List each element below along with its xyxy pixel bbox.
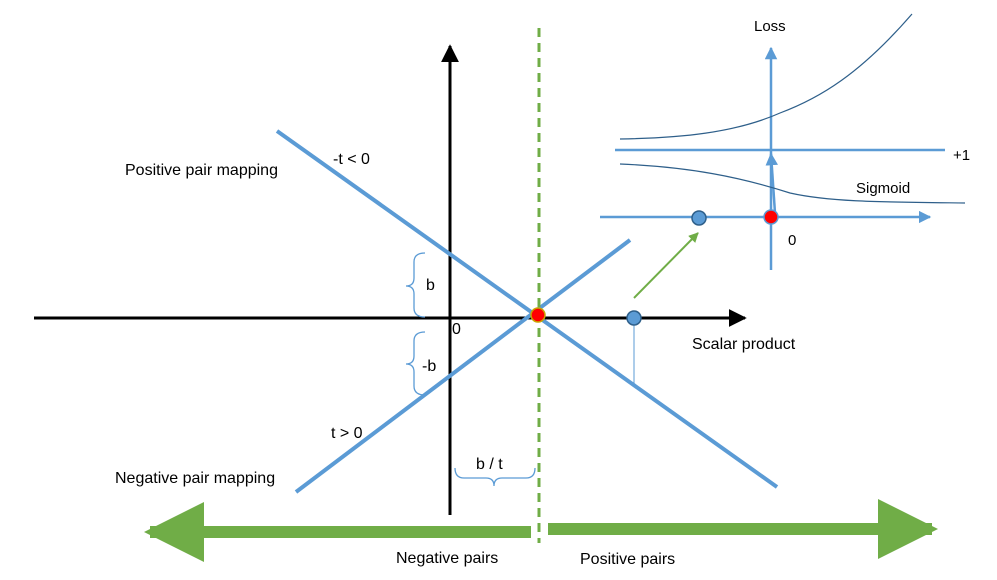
brace-b-over-t xyxy=(454,467,536,487)
negative-mapping-line xyxy=(294,238,632,494)
b-label: b xyxy=(426,277,435,294)
mapping-arrow xyxy=(633,232,699,299)
inset-loss-curve xyxy=(619,13,913,140)
scalar-blue-point xyxy=(626,310,642,326)
neg-t-label: -t < 0 xyxy=(333,151,370,168)
inset-blue-point xyxy=(691,210,707,226)
inset-loss-label: Loss xyxy=(754,18,786,35)
scalar-product-label: Scalar product xyxy=(692,336,796,353)
positive-pairs-label: Positive pairs xyxy=(580,551,675,568)
inset-red-point xyxy=(763,209,779,225)
intersection-red-point xyxy=(530,307,546,323)
b-over-t-label: b / t xyxy=(476,456,503,473)
origin-label: 0 xyxy=(452,321,461,338)
inset-sigmoid-curve xyxy=(619,163,966,204)
inset-plus-one-label: +1 xyxy=(953,147,970,164)
positive-mapping-line xyxy=(275,129,779,489)
negative-mapping-label: Negative pair mapping xyxy=(115,470,275,487)
brace-neg-b xyxy=(405,331,426,396)
inset-sigmoid-label: Sigmoid xyxy=(856,180,910,197)
pos-t-label: t > 0 xyxy=(331,425,363,442)
brace-b xyxy=(405,252,426,318)
negative-pairs-label: Negative pairs xyxy=(396,550,498,567)
positive-mapping-label: Positive pair mapping xyxy=(125,162,278,179)
inset-sigmoid-arrow xyxy=(765,152,778,214)
inset-zero-label: 0 xyxy=(788,232,796,249)
neg-b-label: -b xyxy=(422,358,436,375)
